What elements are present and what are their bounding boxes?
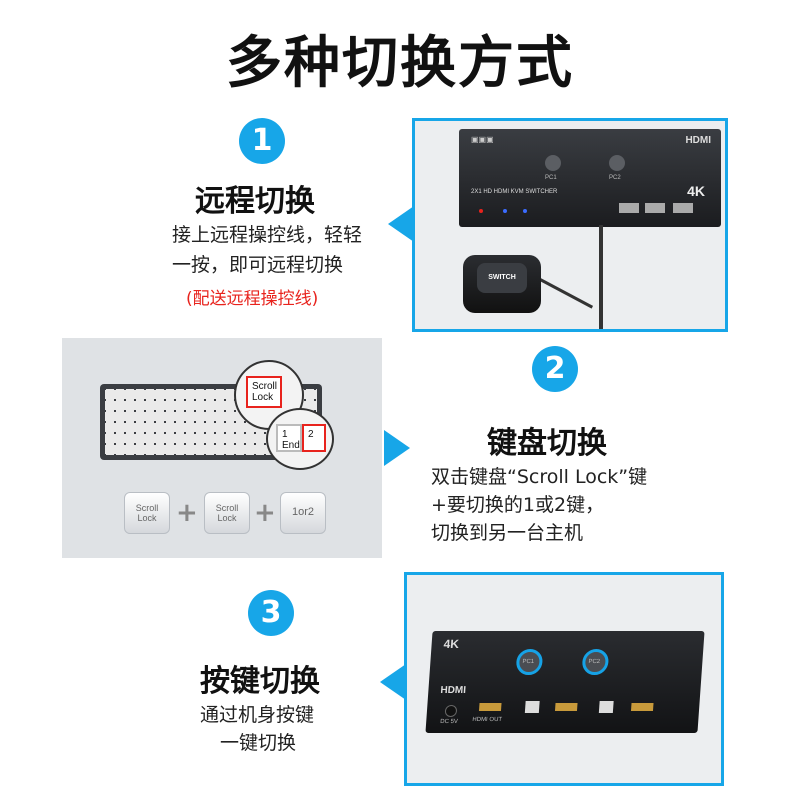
pc1-label: PC1 — [545, 175, 557, 181]
hdmi-logo-3: HDMI — [440, 685, 467, 696]
hdmi-in-port-2 — [630, 703, 654, 711]
mode-2-desc-line-2: +要切换的1或2键， — [431, 494, 605, 516]
mode-1-desc-line-1: 接上远程操控线，轻轻 — [172, 224, 363, 246]
combo-key-1or2: 1or2 — [280, 492, 326, 534]
led-pc1 — [503, 209, 507, 213]
pc1-label-3: PC1 — [522, 659, 535, 665]
pc2-label-3: PC2 — [588, 659, 601, 665]
combo-key-1-line1: Scroll — [135, 503, 159, 513]
mode-3-desc-line-1: 通过机身按键 — [200, 704, 315, 726]
pc1-button — [545, 155, 561, 171]
combo-key-2-line2: Lock — [217, 513, 237, 523]
4k-logo: 4K — [687, 183, 705, 199]
combo-key-scroll-lock-2: Scroll Lock — [204, 492, 250, 534]
remote-switch-button: SWITCH — [477, 263, 527, 293]
key-end-label: End — [282, 440, 300, 451]
device-buttons-photo: 4K HDMI PC1 PC2 HDMI OUT DC 5V — [404, 572, 724, 786]
pointer-arrow-3 — [380, 664, 406, 700]
remote-control: SWITCH — [463, 255, 541, 313]
combo-key-3-line1: 1or2 — [291, 506, 315, 518]
pc2-button — [609, 155, 625, 171]
mode-2-title: 键盘切换 — [487, 426, 607, 461]
device-logo: ▣▣▣ — [471, 135, 494, 144]
mode-1-desc-line-2: 一按，即可远程切换 — [172, 254, 344, 276]
kvm-device-top: ▣▣▣ HDMI PC1 PC2 2X1 HD HDMI KVM SWITCHE… — [459, 129, 721, 227]
usb-port-2 — [645, 203, 665, 213]
dc-label: DC 5V — [439, 719, 459, 725]
key-1-label: 1 — [282, 429, 288, 440]
usb-port-3 — [673, 203, 693, 213]
page-title: 多种切换方式 — [226, 31, 574, 96]
remote-cable — [599, 225, 603, 329]
mode-1-title: 远程切换 — [195, 184, 315, 219]
key-1-end: 1 End — [276, 424, 302, 452]
step-number-3: 3 — [248, 590, 294, 636]
number-keys-zoom: 1 End 2 — [266, 408, 334, 470]
mode-1-note: (配送远程操控线) — [186, 289, 319, 309]
hdmi-out-port — [478, 703, 502, 711]
model-label: 2X1 HD HDMI KVM SWITCHER — [471, 189, 558, 195]
combo-key-scroll-lock-1: Scroll Lock — [124, 492, 170, 534]
pointer-arrow-2 — [384, 430, 410, 466]
pointer-arrow-1 — [388, 206, 414, 242]
usb-b-port-1 — [524, 701, 540, 713]
step-number-1: 1 — [239, 118, 285, 164]
remote-switch-photo: ▣▣▣ HDMI PC1 PC2 2X1 HD HDMI KVM SWITCHE… — [412, 118, 728, 332]
dc-jack — [444, 705, 458, 717]
usb-port-1 — [619, 203, 639, 213]
hdmi-logo: HDMI — [685, 135, 711, 146]
plus-sign-1: + — [176, 498, 198, 528]
hdmi-out-label: HDMI OUT — [472, 717, 503, 723]
led-pc2 — [523, 209, 527, 213]
scroll-lock-key: Scroll Lock — [246, 376, 282, 408]
plus-sign-2: + — [254, 498, 276, 528]
hdmi-in-port-1 — [554, 703, 578, 711]
pc2-label: PC2 — [609, 175, 621, 181]
mode-3-desc-line-2: 一键切换 — [220, 732, 297, 754]
keyboard-panel: Scroll Lock 1 End 2 Scroll Lock + Scroll… — [62, 338, 382, 558]
kvm-device-front: 4K HDMI PC1 PC2 HDMI OUT DC 5V — [425, 631, 705, 733]
mode-2-desc-line-3: 切换到另一台主机 — [431, 522, 584, 544]
mode-2-desc-line-1: 双击键盘“Scroll Lock”键 — [431, 466, 648, 488]
step-number-2: 2 — [532, 346, 578, 392]
usb-b-port-2 — [598, 701, 614, 713]
combo-key-2-line1: Scroll — [215, 503, 239, 513]
mode-3-title: 按键切换 — [200, 664, 320, 699]
key-2: 2 — [302, 424, 326, 452]
combo-key-1-line2: Lock — [137, 513, 157, 523]
4k-logo-3: 4K — [443, 637, 460, 651]
power-led — [479, 209, 483, 213]
